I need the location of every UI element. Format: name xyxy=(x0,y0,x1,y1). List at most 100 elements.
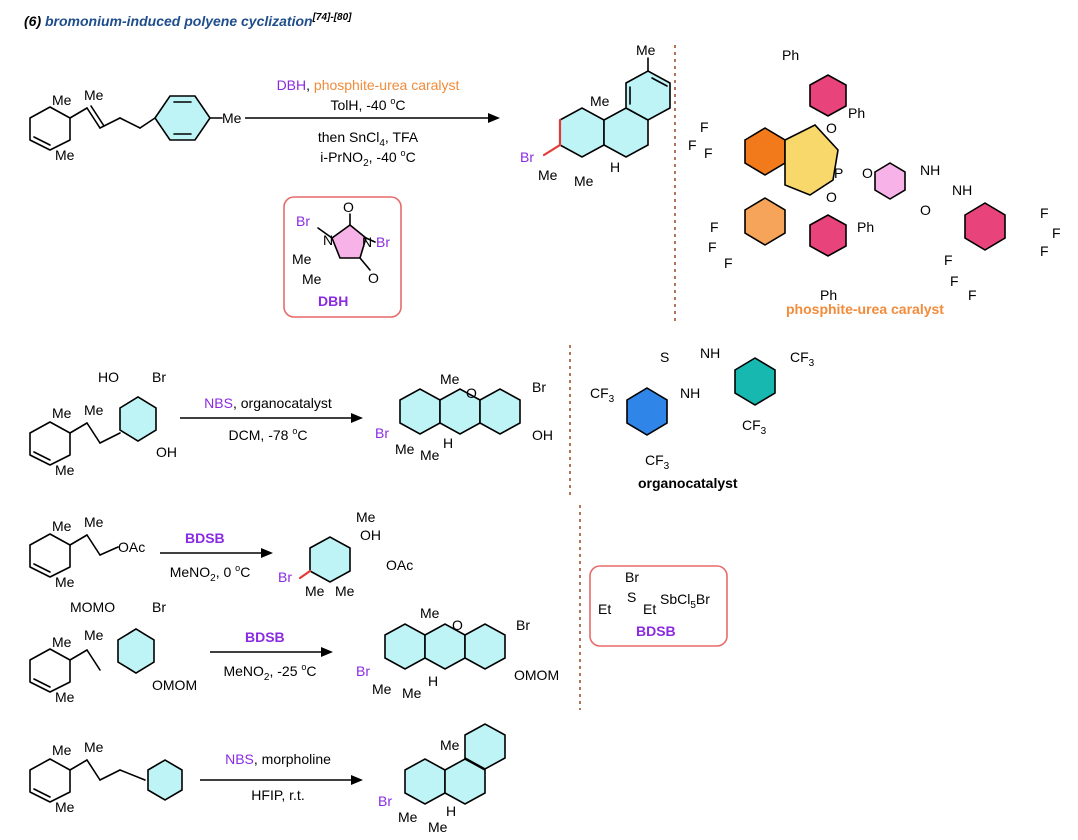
f-label: F xyxy=(724,255,733,271)
oh-label: OH xyxy=(156,444,177,460)
me-label: Me xyxy=(402,685,422,701)
product-5: Me Br Me Me H xyxy=(378,723,506,835)
p-label: P xyxy=(834,165,843,181)
f-label: F xyxy=(1040,205,1049,221)
s-label: S xyxy=(627,589,636,605)
me-label: Me xyxy=(292,251,312,267)
organocatalyst: S NH NH CF3 CF3 CF3 CF3 organocatalyst xyxy=(590,345,815,491)
me-label: Me xyxy=(398,809,418,825)
me-label: Me xyxy=(302,271,322,287)
br-label: Br xyxy=(278,569,292,585)
o-label: O xyxy=(826,120,837,136)
svg-text:MeNO2, -25 oC: MeNO2, -25 oC xyxy=(223,662,316,683)
me-label: Me xyxy=(574,173,594,189)
h-label: H xyxy=(610,159,620,175)
br-label: Br xyxy=(378,793,392,809)
cf3-label: CF3 xyxy=(645,452,670,472)
me-label: Me xyxy=(335,583,355,599)
br-label: Br xyxy=(516,617,530,633)
me-label: Me xyxy=(55,462,75,478)
substrate-2: Me Me Me HO Br OH xyxy=(29,369,177,478)
substrate-5: Me Me Me xyxy=(29,739,183,815)
br-label: Br xyxy=(356,663,370,679)
svg-text:NBS, morpholine: NBS, morpholine xyxy=(225,751,331,767)
organocatalyst-name: organocatalyst xyxy=(638,475,738,491)
reaction-arrow-3 xyxy=(160,548,273,558)
f-label: F xyxy=(944,252,953,268)
me-label: Me xyxy=(395,441,415,457)
n-label: N xyxy=(362,234,372,250)
ph-label: Ph xyxy=(848,105,865,121)
reaction-arrow-1 xyxy=(245,113,500,123)
br-label: Br xyxy=(152,599,166,615)
n-label: N xyxy=(323,232,333,248)
product-1: Me Br Me Me Me H xyxy=(520,42,671,189)
me-label: Me xyxy=(440,371,460,387)
me-label: Me xyxy=(590,93,610,109)
reaction-arrow-2 xyxy=(180,413,363,423)
f-label: F xyxy=(710,219,719,235)
me-label: Me xyxy=(420,605,440,621)
phosphite-urea-catalyst: Ph Ph Ph Ph O O P O NH O NH F F F F F F … xyxy=(688,47,1061,317)
substrate-3: Me Me Me OAc xyxy=(29,514,145,590)
svg-text:i-PrNO2, -40 oC: i-PrNO2, -40 oC xyxy=(320,148,415,169)
svg-text:then SnCl4, TFA: then SnCl4, TFA xyxy=(318,129,419,149)
me-label: Me xyxy=(52,634,72,650)
f-label: F xyxy=(704,145,713,161)
nh-label: NH xyxy=(700,345,720,361)
svg-text:TolH, -40 oC: TolH, -40 oC xyxy=(330,96,405,113)
o-label: O xyxy=(343,199,354,215)
s-label: S xyxy=(660,349,669,365)
br-label: Br xyxy=(376,234,390,250)
me-label: Me xyxy=(372,681,392,697)
f-label: F xyxy=(688,137,697,153)
me-label: Me xyxy=(84,402,104,418)
h-label: H xyxy=(446,803,456,819)
scheme-title: (6) bromonium-induced polyene cyclizatio… xyxy=(24,12,352,29)
substrate-4: Me Me Me MOMO Br OMOM xyxy=(29,599,197,705)
reaction-arrow-4 xyxy=(210,647,333,657)
me-label: Me xyxy=(52,92,72,108)
conditions-4: BDSB MeNO2, -25 oC xyxy=(223,629,316,683)
me-label: Me xyxy=(84,739,104,755)
f-label: F xyxy=(1040,243,1049,259)
me-label: Me xyxy=(440,737,460,753)
me-label: Me xyxy=(305,583,325,599)
cf3-label: CF3 xyxy=(742,417,767,437)
omom-label: OMOM xyxy=(152,677,197,693)
br-label: Br xyxy=(375,425,389,441)
f-label: F xyxy=(950,273,959,289)
f-label: F xyxy=(700,119,709,135)
me-label: Me xyxy=(52,518,72,534)
oh-label: OH xyxy=(532,427,553,443)
ph-label: Ph xyxy=(782,47,799,63)
product-3: Br Me OH OAc Me Me xyxy=(278,509,413,599)
me-label: Me xyxy=(84,514,104,530)
h-label: H xyxy=(443,435,453,451)
ho-label: HO xyxy=(98,369,119,385)
svg-text:HFIP, r.t.: HFIP, r.t. xyxy=(251,787,304,803)
f-label: F xyxy=(968,287,977,303)
phosphite-name: phosphite-urea caralyst xyxy=(786,301,944,317)
bdsb-structure: Br S Et Et SbCl5Br BDSB xyxy=(589,565,728,647)
dbh-structure: O O N N Br Br Me Me DBH xyxy=(283,196,402,318)
product-2: Me O Br OH Br Me Me H xyxy=(375,371,553,463)
cf3-label: CF3 xyxy=(590,385,615,405)
oac-label: OAc xyxy=(386,557,413,573)
substrate-1: Me Me Me Me xyxy=(29,87,242,163)
me-label: Me xyxy=(55,147,75,163)
et-label: Et xyxy=(643,601,656,617)
me-label: Me xyxy=(84,87,104,103)
me-label: Me xyxy=(538,167,558,183)
br-label: Br xyxy=(520,149,534,165)
svg-text:DCM, -78 oC: DCM, -78 oC xyxy=(229,426,308,443)
br-label: Br xyxy=(152,369,166,385)
o-label: O xyxy=(826,189,837,205)
svg-text:BDSB: BDSB xyxy=(245,629,285,645)
h-label: H xyxy=(428,673,438,689)
ph-label: Ph xyxy=(857,219,874,235)
conditions-3: BDSB MeNO2, 0 oC xyxy=(170,530,251,584)
f-label: F xyxy=(1052,225,1061,241)
